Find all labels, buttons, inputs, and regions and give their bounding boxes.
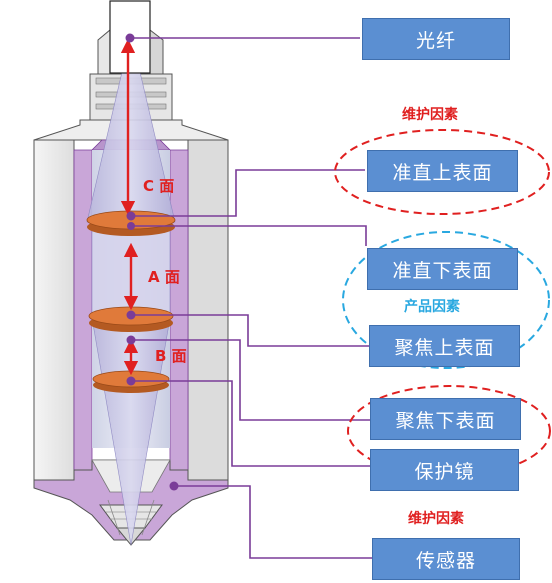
face-b-label: B 面: [155, 347, 187, 365]
leader-focus-upper: [131, 314, 369, 347]
maintenance-factor-top: 维护因素: [402, 107, 458, 123]
label-focus-lower: 聚焦下表面: [370, 398, 521, 440]
leader-sensor: [174, 485, 372, 559]
label-sensor: 传感器: [372, 538, 520, 580]
leader-focus-lower: [131, 339, 370, 421]
product-factor: 产品因素: [404, 299, 460, 315]
face-c-label: C 面: [143, 177, 175, 195]
leader-collimator-lower: [131, 225, 367, 246]
leader-protective-lens: [131, 380, 370, 467]
maintenance-factor-bottom: 维护因素: [408, 511, 464, 527]
label-fiber: 光纤: [362, 18, 510, 60]
maintenance-ellipse-top: [334, 129, 550, 215]
label-focus-upper: 聚焦上表面: [369, 325, 520, 367]
label-collimator-lower: 准直下表面: [367, 248, 518, 290]
leader-collimator-upper: [131, 169, 365, 217]
distance-arrows: [120, 38, 139, 376]
product-ellipse: [342, 231, 550, 369]
face-a-label: A 面: [148, 268, 180, 286]
label-protective-lens: 保护镜: [370, 449, 519, 491]
leader-lines: [130, 37, 372, 559]
label-collimator-upper: 准直上表面: [367, 150, 518, 192]
